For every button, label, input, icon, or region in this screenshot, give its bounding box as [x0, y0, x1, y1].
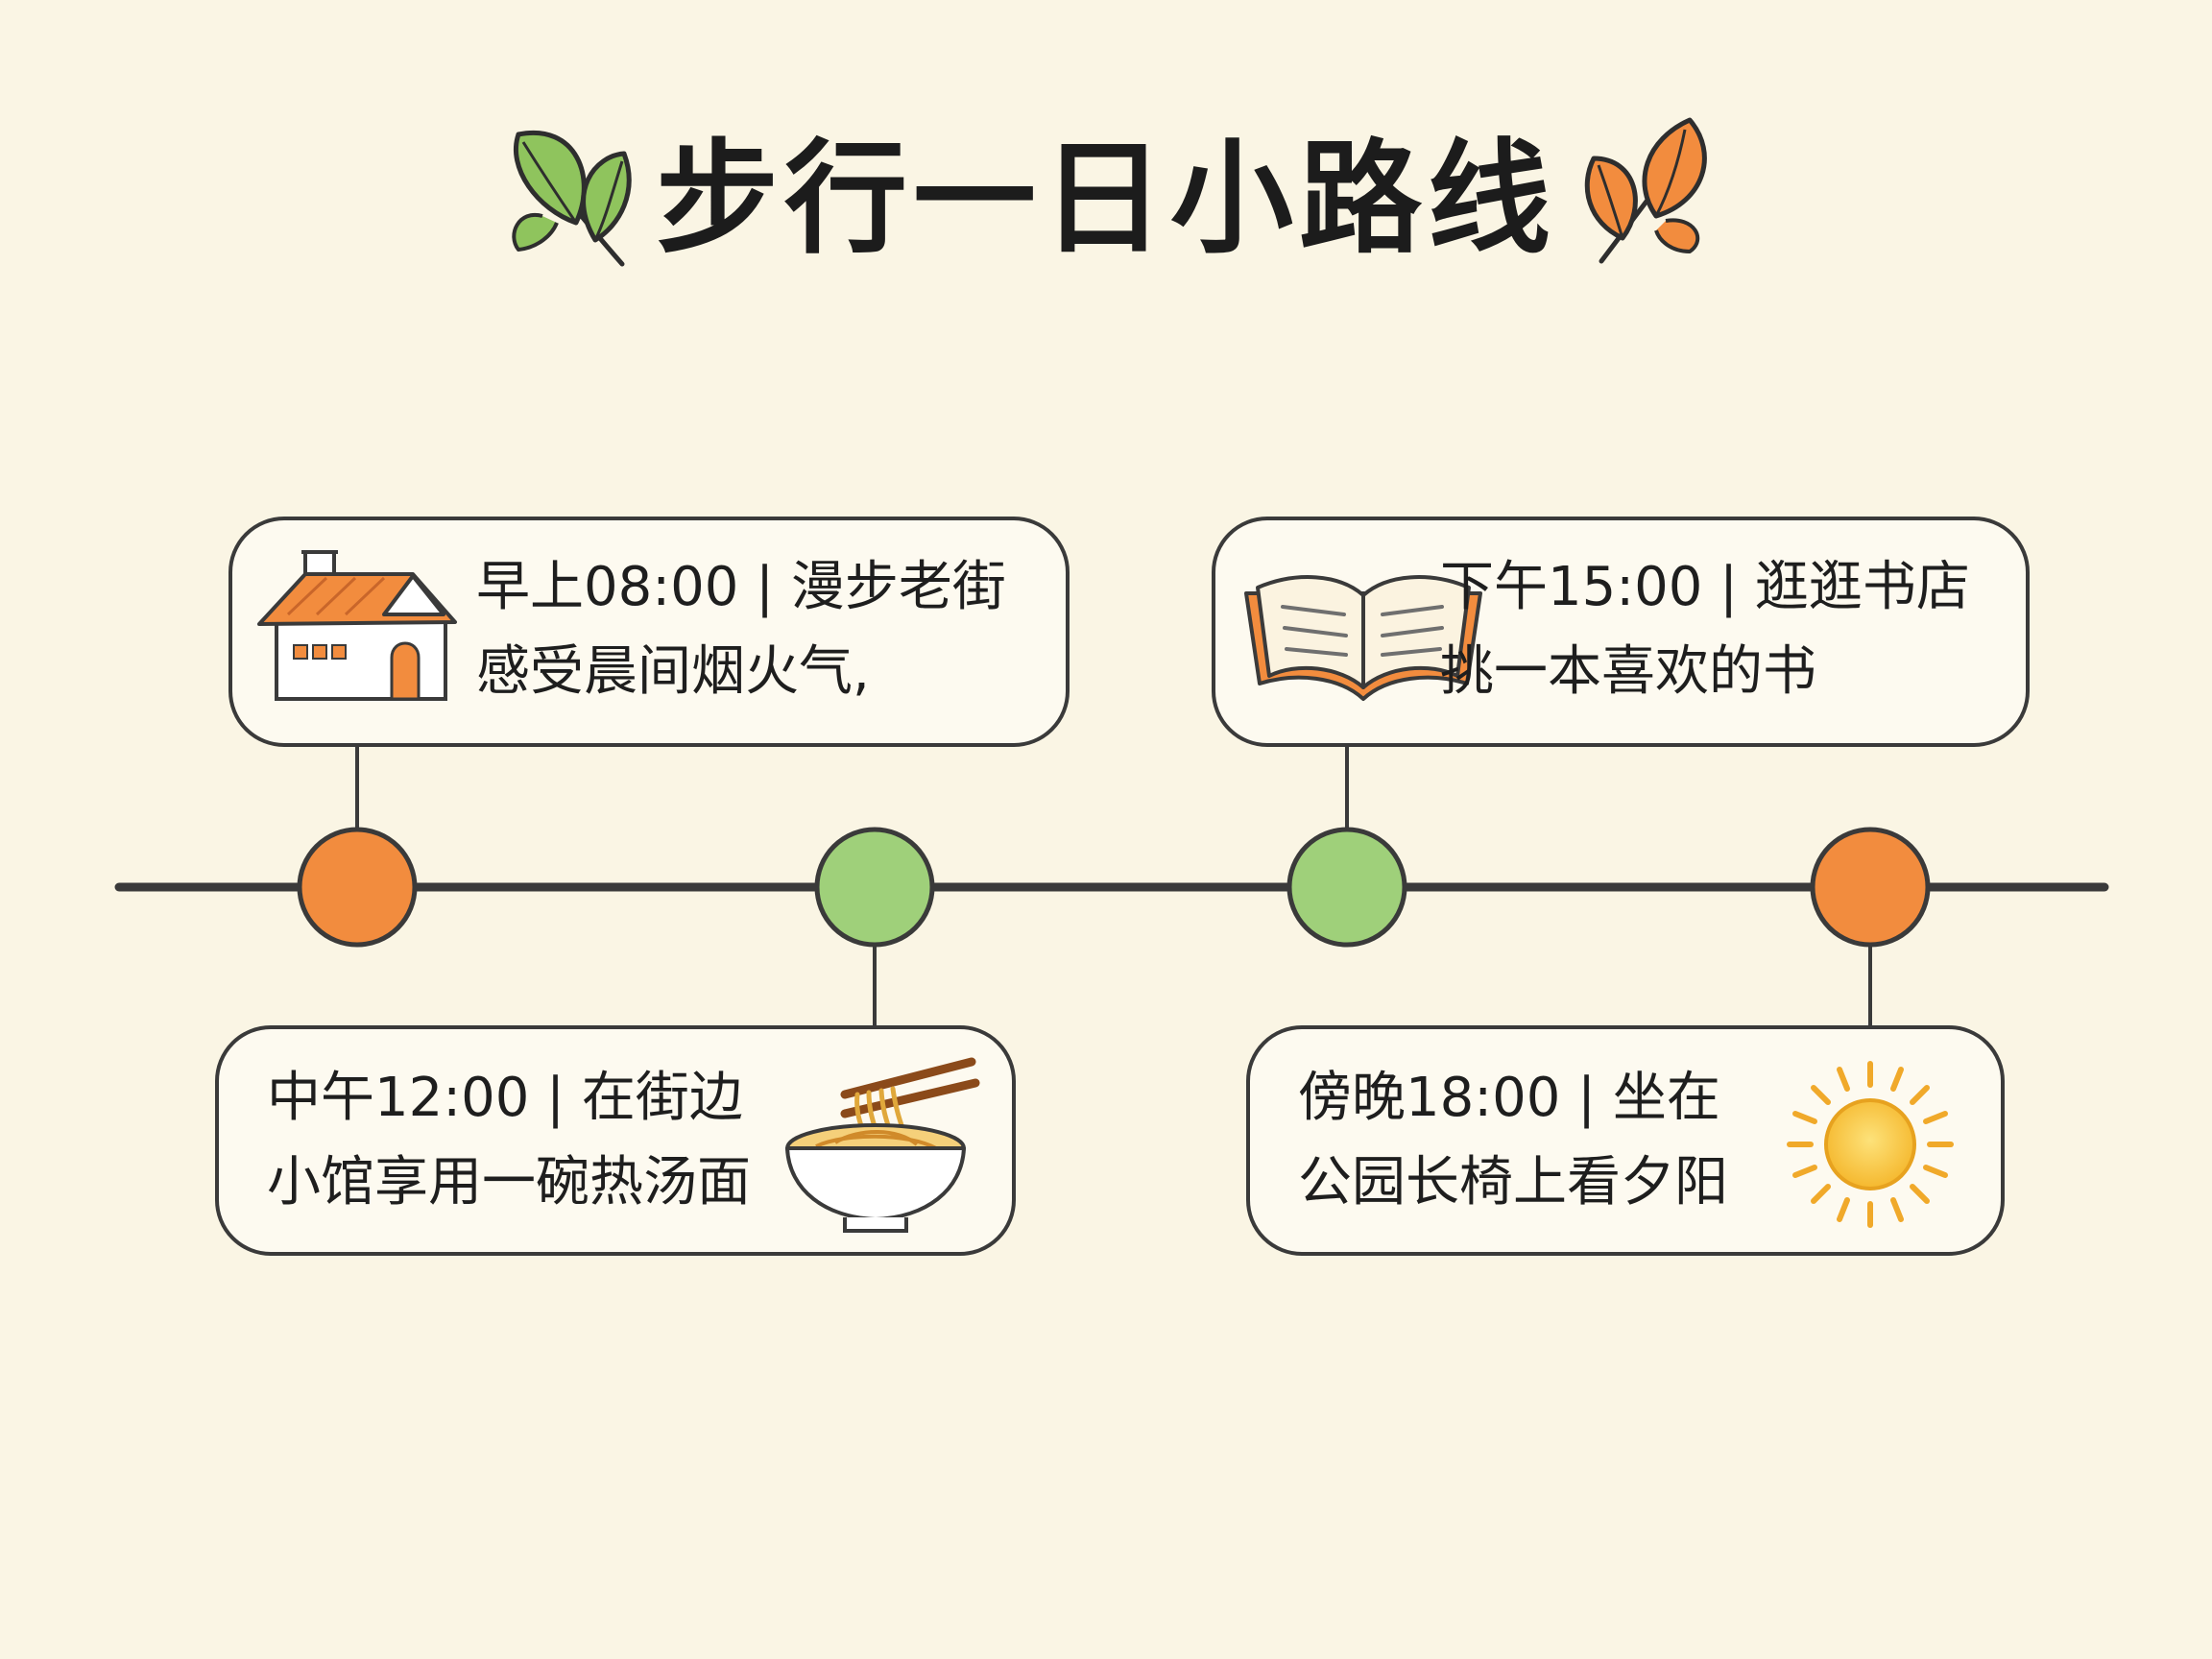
page-title: 步行一日小路线 — [655, 128, 1556, 271]
orange-leaf-icon — [1584, 117, 1707, 264]
stop-text-2: 中午12:00 | 在街边 小馆享用一碗热汤面 — [267, 1056, 751, 1225]
stop-4-time-line: 傍晚18:00 | 坐在 — [1298, 1067, 1720, 1129]
timeline-dot-4 — [1810, 827, 1931, 948]
timeline-dot-3 — [1286, 827, 1407, 948]
sun-icon — [1787, 1061, 1954, 1228]
stop-2-desc-line: 小馆享用一碗热汤面 — [267, 1151, 751, 1214]
stop-card-3 — [1212, 517, 2030, 747]
noodle-bowl-icon — [785, 1057, 980, 1233]
open-book-icon — [1244, 575, 1482, 701]
stop-text-3: 下午15:00 | 逛逛书店 挑一本喜欢的书 — [1440, 545, 1970, 714]
stop-3-desc-line: 挑一本喜欢的书 — [1440, 640, 1816, 703]
stop-4-desc-line: 公园长椅上看夕阳 — [1298, 1151, 1728, 1214]
stop-2-time-line: 中午12:00 | 在街边 — [267, 1067, 743, 1129]
stop-text-4: 傍晚18:00 | 坐在 公园长椅上看夕阳 — [1298, 1056, 1728, 1225]
timeline-dot-2 — [814, 827, 935, 948]
green-leaf-icon — [512, 130, 632, 267]
stop-1-time-line: 早上08:00 | 漫步老街 — [476, 556, 1006, 618]
stop-3-time-line: 下午15:00 | 逛逛书店 — [1440, 556, 1970, 618]
stop-text-1: 早上08:00 | 漫步老街 感受晨间烟火气, — [476, 545, 1006, 714]
house-icon — [257, 550, 457, 701]
timeline-dot-1 — [297, 827, 418, 948]
stop-1-desc-line: 感受晨间烟火气, — [476, 640, 870, 703]
